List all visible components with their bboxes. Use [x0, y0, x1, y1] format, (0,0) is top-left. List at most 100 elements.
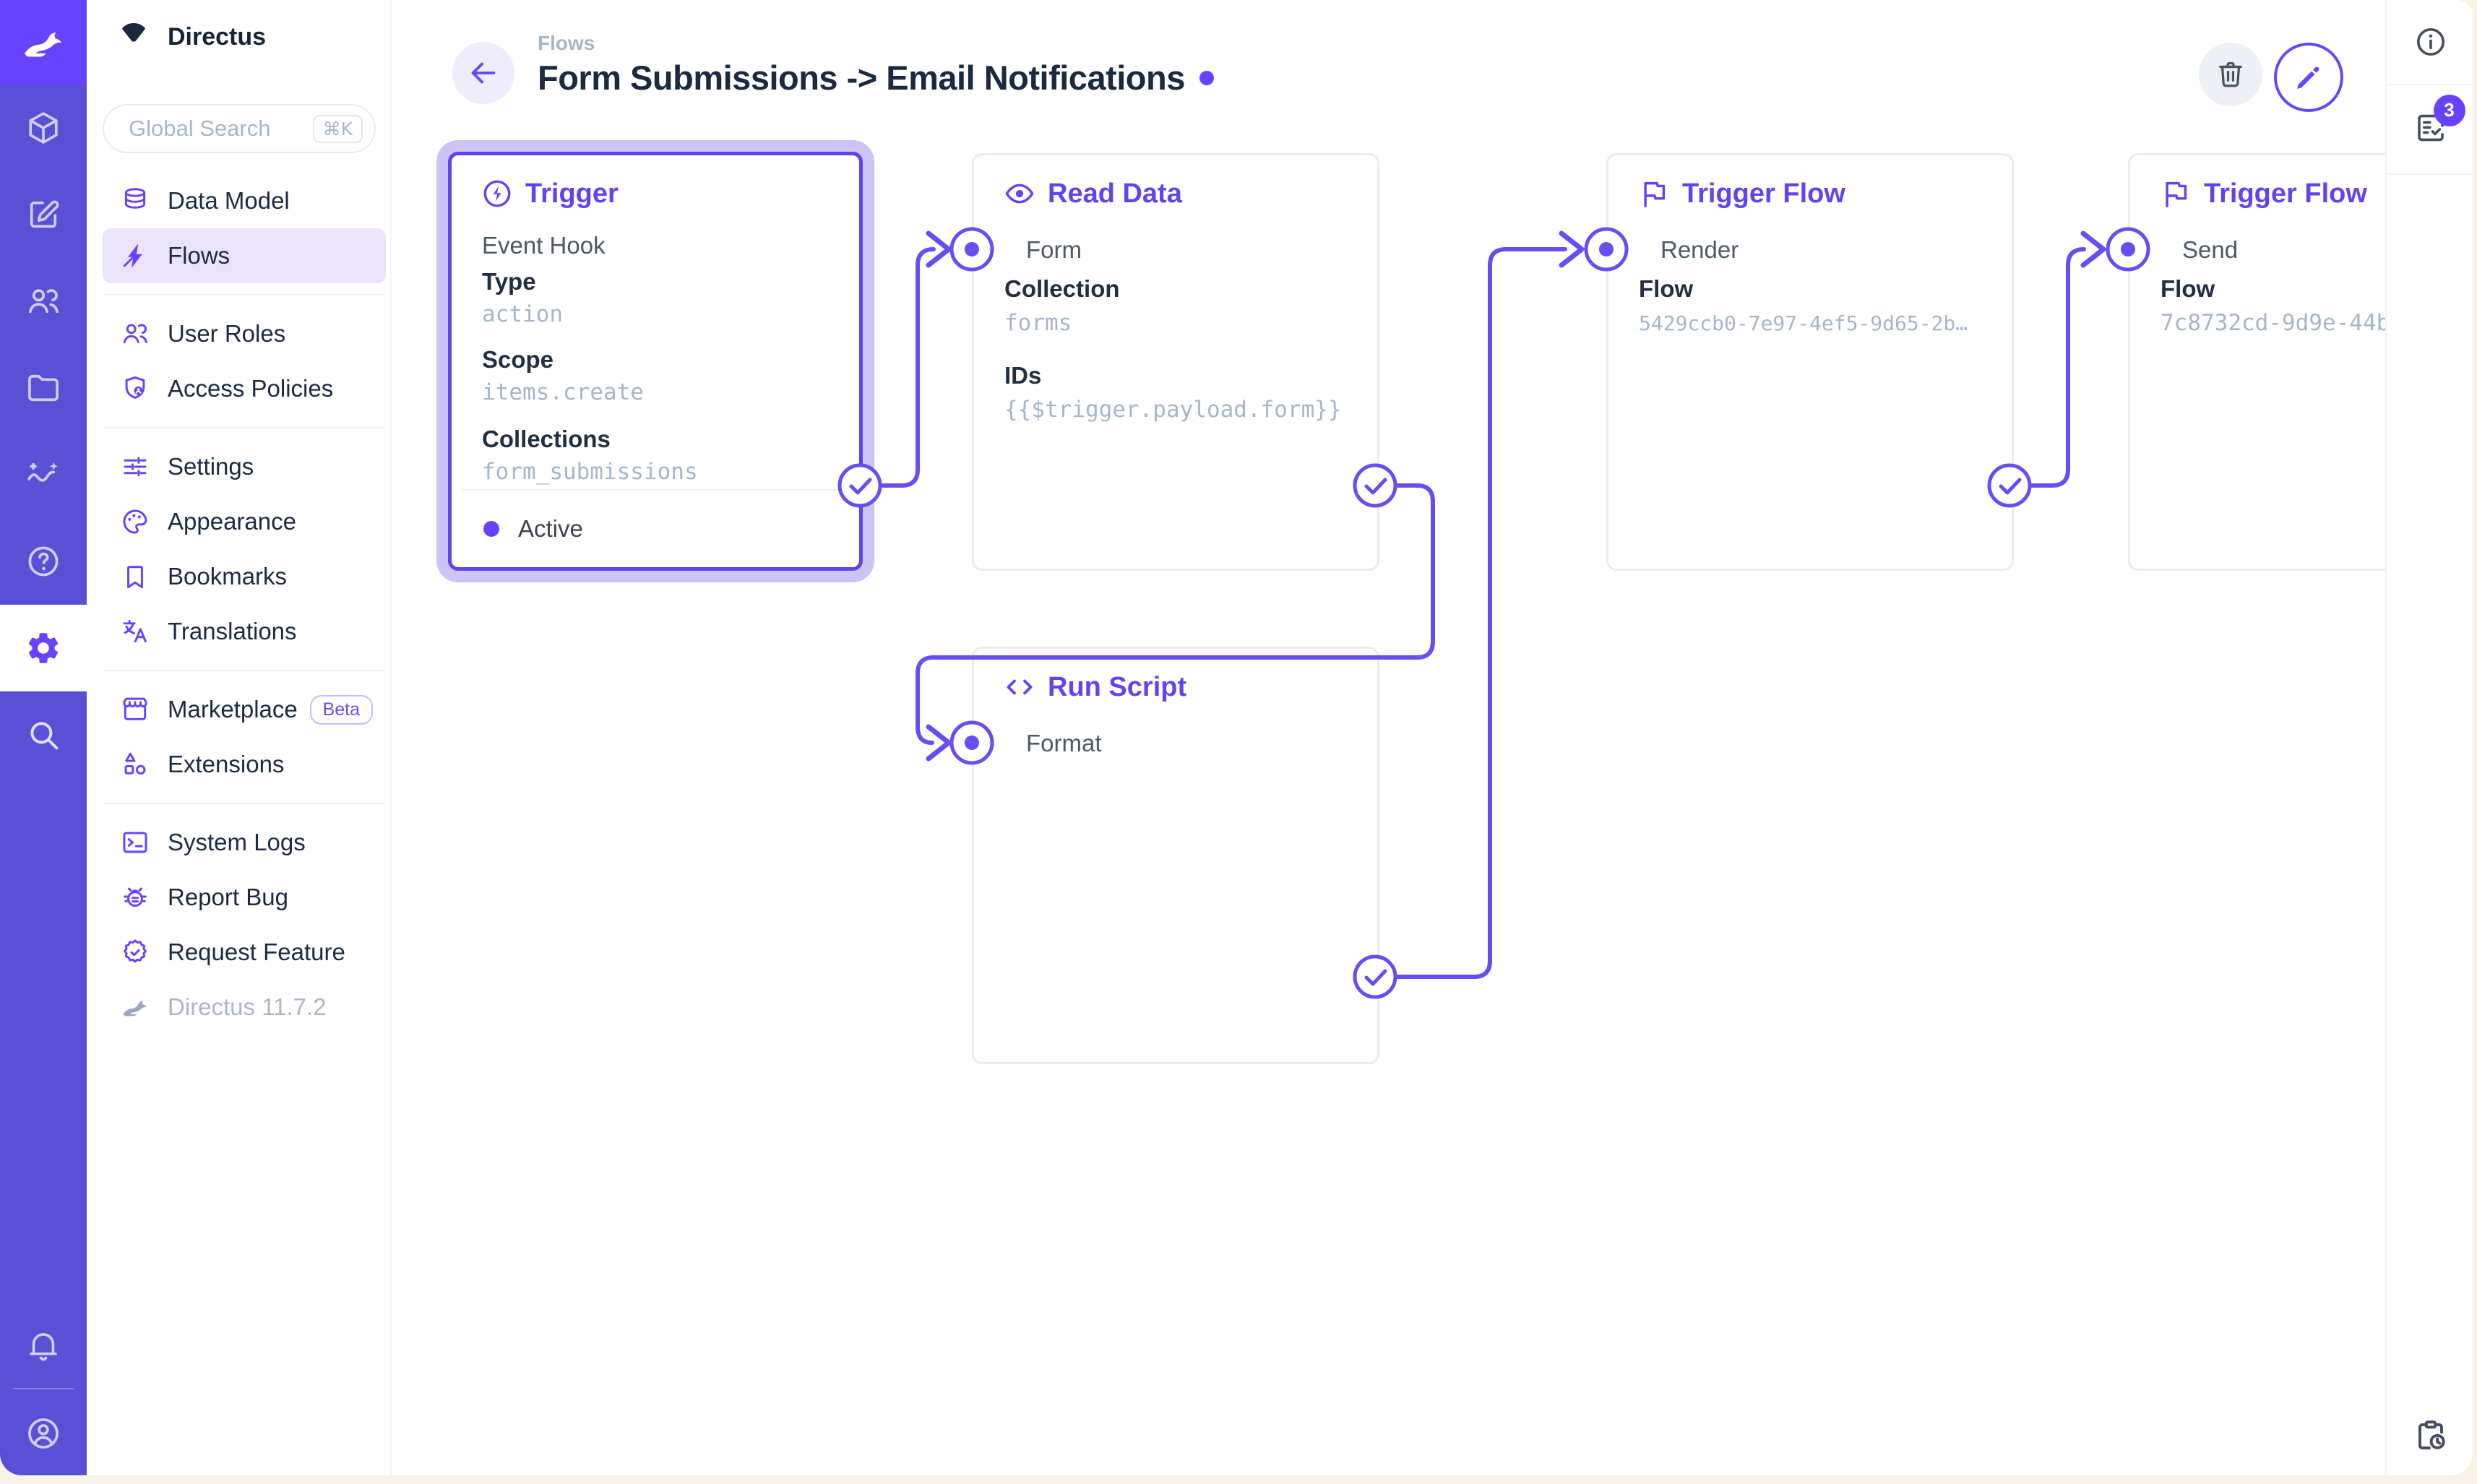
sidebar-item-data-model[interactable]: Data Model: [103, 173, 386, 228]
sidebar-item-label: Bookmarks: [168, 563, 288, 590]
module-content[interactable]: [0, 85, 87, 171]
storefront-icon: [120, 694, 150, 725]
node-title-row: Trigger Flow: [1637, 177, 1845, 210]
sidebar-item-settings[interactable]: Settings: [103, 439, 386, 494]
breadcrumb[interactable]: Flows: [538, 32, 595, 54]
sidebar-logs-button[interactable]: 3: [2387, 85, 2473, 175]
field-label: Scope: [482, 346, 554, 373]
edit-flow-button[interactable]: [2274, 43, 2343, 112]
status-label: Active: [518, 515, 583, 542]
version-row: Directus 11.7.2: [103, 980, 386, 1035]
search-input[interactable]: [104, 116, 288, 142]
sidebar-item-flows[interactable]: Flows: [103, 228, 386, 283]
directus-logo[interactable]: [0, 0, 87, 85]
delete-flow-button[interactable]: [2199, 43, 2262, 106]
arrowhead-icon: [926, 230, 952, 268]
module-files[interactable]: [0, 345, 87, 431]
field-label: Flow: [2161, 275, 2215, 302]
module-insights[interactable]: [0, 431, 87, 518]
node-title: Run Script: [1048, 671, 1187, 702]
account-icon: [28, 1418, 59, 1449]
node-title-row: Trigger Flow: [2159, 177, 2367, 210]
divider: [104, 803, 384, 804]
sidebar-item-user-roles[interactable]: User Roles: [103, 306, 386, 361]
eye-icon: [1005, 184, 1034, 204]
code-icon: [1007, 679, 1033, 695]
field-label: Collection: [1004, 275, 1120, 302]
field-value: form_submissions: [482, 459, 698, 485]
people-icon: [28, 289, 59, 314]
divider: [13, 1388, 74, 1389]
sidebar-item-request-feature[interactable]: Request Feature: [103, 925, 386, 980]
header-actions: [2199, 43, 2343, 112]
sidebar-item-system-logs[interactable]: System Logs: [103, 815, 386, 870]
flow-node-trigger-flow-render[interactable]: Trigger Flow Render Flow 5429ccb0-7e97-4…: [1606, 153, 2014, 571]
module-editor[interactable]: [0, 171, 87, 258]
bug-icon: [120, 882, 150, 913]
module-users[interactable]: [0, 258, 87, 345]
user-avatar[interactable]: [0, 1390, 87, 1475]
notification-count-badge: 3: [2433, 94, 2465, 126]
bolt-icon: [120, 241, 150, 271]
field-value: action: [482, 301, 563, 327]
divider: [104, 427, 384, 428]
trigger-status-row: Active: [462, 489, 849, 567]
field-value: {{$trigger.payload.form}}: [1004, 397, 1342, 423]
flow-node-read-data[interactable]: Read Data Form Collection forms IDs {{$t…: [972, 153, 1379, 571]
module-bar: [0, 0, 87, 1475]
flow-node-trigger[interactable]: Trigger Event Hook Type action Scope ite…: [448, 152, 863, 571]
flag-icon: [2166, 181, 2187, 207]
connection-trigger-flow-render-to-send: [2029, 247, 2086, 488]
sidebar-item-bookmarks[interactable]: Bookmarks: [103, 549, 386, 604]
bolt-circle-icon: [483, 180, 511, 207]
sidebar-item-label: System Logs: [168, 829, 306, 855]
sidebar-item-label: Extensions: [168, 751, 285, 777]
node-title: Read Data: [1048, 178, 1182, 209]
help-icon: [28, 546, 59, 577]
module-help[interactable]: [0, 518, 87, 605]
keyboard-shortcut-chip: ⌘K: [312, 114, 363, 143]
arrowhead-icon: [2080, 230, 2106, 268]
notifications-button[interactable]: [0, 1303, 87, 1389]
sidebar-item-marketplace[interactable]: Marketplace Beta: [103, 682, 386, 737]
node-input-label: Form: [1026, 236, 1082, 263]
sidebar-item-appearance[interactable]: Appearance: [103, 494, 386, 549]
status-dot: [483, 521, 499, 537]
node-input-label: Format: [1026, 730, 1102, 756]
sidebar-item-translations[interactable]: Translations: [103, 604, 386, 659]
shield-user-icon: [120, 374, 150, 404]
page-title: Form Submissions -> Email Notifications: [538, 59, 1185, 97]
terminal-icon: [120, 827, 150, 858]
module-search[interactable]: [0, 691, 87, 778]
connection-run-script-to-trigger-flow-render: [1395, 247, 1567, 979]
back-button[interactable]: [452, 42, 514, 104]
module-settings[interactable]: [0, 605, 87, 691]
database-icon: [120, 186, 150, 216]
sidebar-item-report-bug[interactable]: Report Bug: [103, 870, 386, 925]
field-label: Flow: [1639, 275, 1694, 302]
field-label: Collections: [482, 426, 611, 452]
people-icon: [120, 319, 150, 349]
edit-square-icon: [30, 200, 59, 228]
node-title-row: Trigger: [481, 177, 619, 210]
project-logo-icon: [122, 23, 145, 42]
sidebar-item-access-policies[interactable]: Access Policies: [103, 361, 386, 416]
tune-icon: [120, 452, 150, 482]
sidebar-item-label: Flows: [168, 242, 231, 269]
flow-node-run-script[interactable]: Run Script Format: [972, 647, 1379, 1064]
bell-icon: [30, 1333, 57, 1361]
field-value: items.create: [482, 379, 644, 405]
unsaved-indicator-dot: [1199, 70, 1214, 85]
sidebar-item-extensions[interactable]: Extensions: [103, 737, 386, 792]
arrow-left-icon: [471, 62, 496, 84]
global-search[interactable]: ⌘K: [103, 104, 376, 153]
pending-revisions-button[interactable]: [2387, 1418, 2473, 1454]
translate-icon: [120, 616, 150, 647]
sidebar-info-button[interactable]: [2387, 0, 2473, 85]
sidebar-item-label: Report Bug: [168, 884, 288, 910]
project-header[interactable]: Directus: [117, 20, 266, 53]
trash-icon: [2219, 62, 2242, 87]
sidebar-item-label: Marketplace: [168, 696, 298, 722]
field-label: IDs: [1004, 362, 1042, 389]
